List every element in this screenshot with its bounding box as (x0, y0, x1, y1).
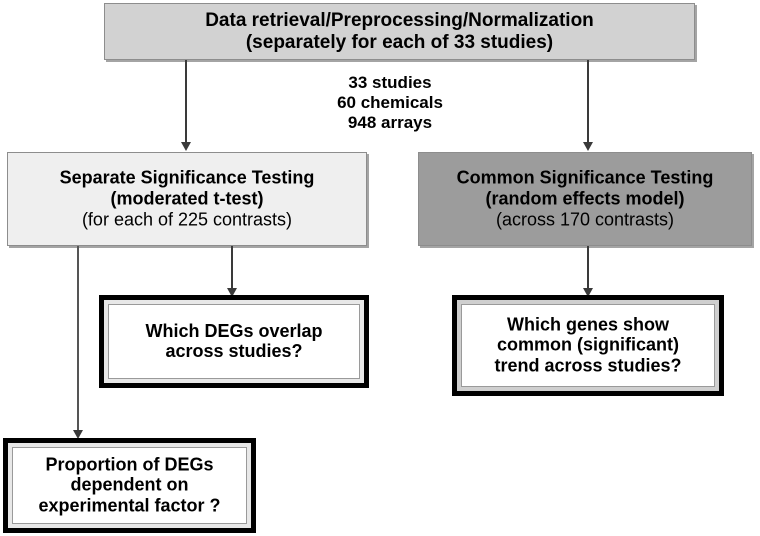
bottom-question-line-1: Proportion of DEGs (45, 454, 214, 475)
study-counts-text: 33 studies 60 chemicals 948 arrays (300, 73, 480, 133)
left-testing-box-text: Separate Significance Testing (moderated… (8, 168, 366, 231)
bottom-question-line-3: experimental factor ? (38, 495, 221, 516)
right-testing-box-text: Common Significance Testing (random effe… (419, 168, 751, 231)
counts-line-3: 948 arrays (347, 113, 433, 133)
connector-right-to-question (587, 246, 589, 290)
left-question-box: Which DEGs overlap across studies? (99, 295, 369, 388)
left-testing-line-2: (moderated t-test) (110, 188, 264, 209)
right-testing-line-2: (random effects model) (485, 188, 685, 209)
arrowhead-top-to-right (583, 142, 593, 151)
connector-top-to-left (185, 60, 187, 144)
top-process-line-2: (separately for each of 33 studies) (245, 31, 554, 53)
right-testing-box: Common Significance Testing (random effe… (418, 152, 752, 246)
bottom-question-box-inner: Proportion of DEGs dependent on experime… (12, 447, 247, 524)
bottom-question-box: Proportion of DEGs dependent on experime… (3, 438, 256, 533)
connector-top-to-right (587, 60, 589, 144)
left-question-line-2: across studies? (165, 341, 303, 362)
arrowhead-right-to-question (583, 288, 593, 297)
right-testing-line-1: Common Significance Testing (456, 167, 714, 188)
right-question-line-1: Which genes show (506, 314, 670, 335)
bottom-question-box-text: Proportion of DEGs dependent on experime… (13, 454, 246, 517)
counts-line-2: 60 chemicals (337, 93, 443, 113)
left-question-box-text: Which DEGs overlap across studies? (109, 321, 359, 363)
left-testing-line-1: Separate Significance Testing (59, 167, 315, 188)
counts-line-1: 33 studies (348, 73, 432, 92)
top-process-box: Data retrieval/Preprocessing/Normalizati… (104, 3, 695, 60)
left-testing-line-3: (for each of 225 contrasts) (81, 209, 293, 230)
arrowhead-top-to-left (181, 142, 191, 151)
right-question-line-2: common (significant) (496, 335, 679, 356)
connector-left-to-bottom (77, 246, 79, 432)
top-process-box-text: Data retrieval/Preprocessing/Normalizati… (105, 9, 694, 53)
right-question-box-text: Which genes show common (significant) tr… (462, 314, 714, 377)
left-testing-box: Separate Significance Testing (moderated… (7, 152, 367, 246)
right-testing-line-3: (across 170 contrasts) (495, 209, 675, 230)
top-process-line-1: Data retrieval/Preprocessing/Normalizati… (205, 9, 594, 31)
left-question-box-inner: Which DEGs overlap across studies? (108, 304, 360, 379)
left-question-line-1: Which DEGs overlap (145, 320, 323, 341)
arrowhead-left-to-bottom (73, 430, 83, 439)
arrowhead-left-to-question (227, 288, 237, 297)
bottom-question-line-2: dependent on (70, 475, 189, 496)
right-question-box: Which genes show common (significant) tr… (452, 295, 724, 396)
right-question-box-inner: Which genes show common (significant) tr… (461, 304, 715, 387)
connector-left-to-question (231, 246, 233, 290)
right-question-line-3: trend across studies? (494, 355, 682, 376)
